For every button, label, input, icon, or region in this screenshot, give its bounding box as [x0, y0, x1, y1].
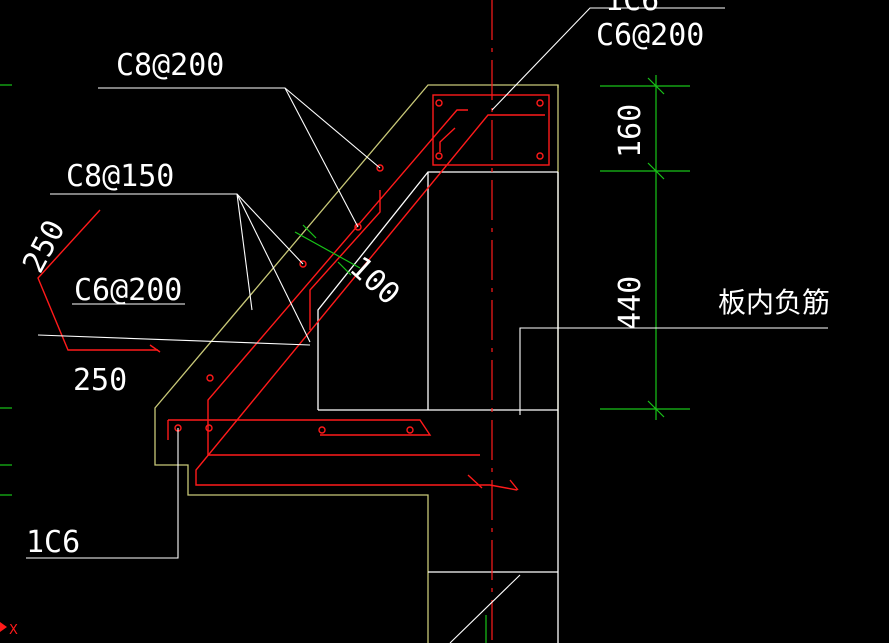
- label-slab-negative-bar: 板内负筋: [718, 286, 830, 319]
- label-top-left-bar: C8@200: [116, 48, 224, 83]
- label-dim-250-b: 250: [73, 363, 127, 398]
- ucs-x-label: X: [9, 623, 18, 638]
- beam-stirrup: [432, 94, 550, 166]
- inclined-slab-top-bar: [195, 114, 545, 491]
- bent-bar-detail: [37, 209, 158, 351]
- label-bent-bar: C6@200: [74, 273, 182, 308]
- label-dim-250-a: 250: [16, 214, 72, 278]
- label-bottom-bar: 1C6: [26, 525, 80, 560]
- formwork-outline: [154, 84, 559, 643]
- bottom-slab-bar: [168, 419, 432, 436]
- ucs-axis-icon: X: [0, 622, 18, 638]
- label-dim-100: 100: [343, 250, 407, 312]
- label-dim-440: 440: [613, 276, 648, 330]
- label-top-right-bar: C6@200: [596, 18, 704, 53]
- label-top-cut: 1C6: [605, 0, 659, 18]
- concrete-outline: [317, 171, 559, 643]
- haunch-bar: [309, 190, 381, 330]
- inclined-slab-bottom-bar: [207, 109, 480, 456]
- beam-stirrup-hook: [439, 127, 456, 152]
- dimension-lines: [0, 75, 690, 643]
- leader-lines: [26, 7, 828, 643]
- label-dim-160: 160: [613, 104, 648, 158]
- label-mid-left-bar: C8@150: [66, 159, 174, 194]
- rebar-group: [37, 94, 550, 491]
